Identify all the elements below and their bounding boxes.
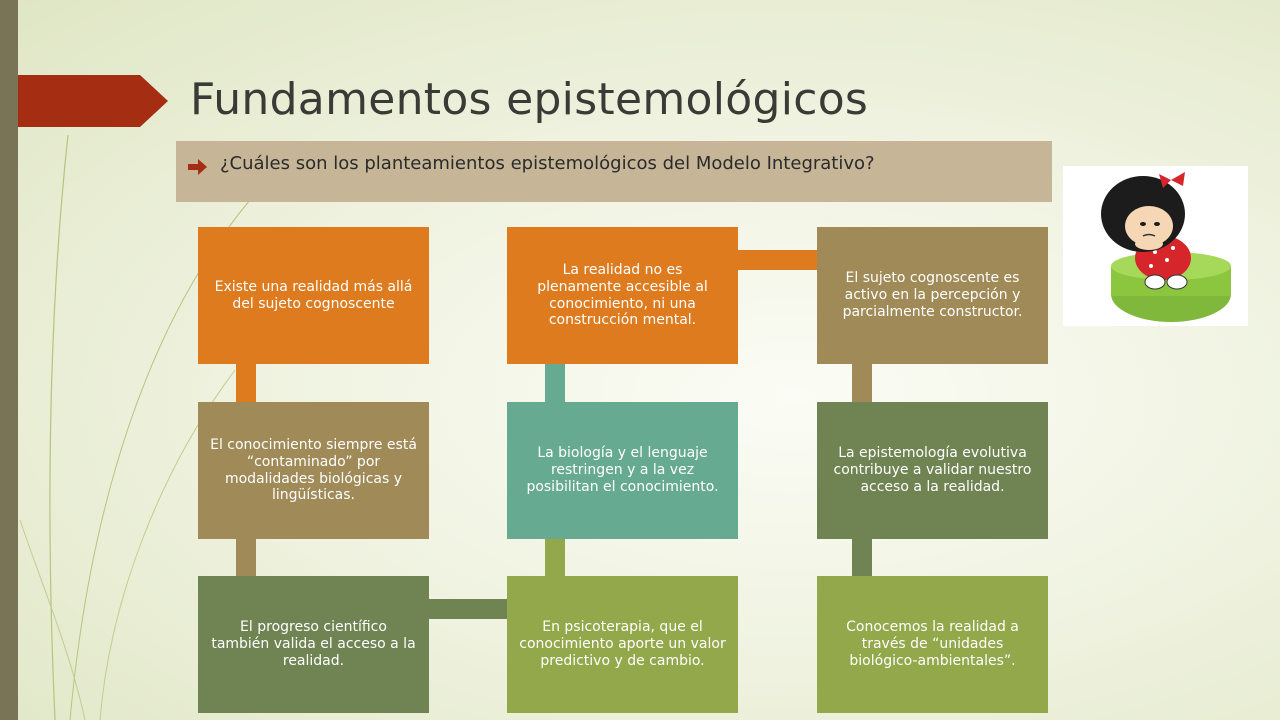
diagram-box-9: Conocemos la realidad a través de “unida… — [817, 576, 1048, 713]
mafalda-cartoon — [1063, 166, 1248, 326]
diagram-box-6: En psicoterapia, que el conocimiento apo… — [507, 576, 738, 713]
arrow-bullet-icon — [188, 159, 207, 175]
question-text: ¿Cuáles son los planteamientos epistemol… — [220, 153, 875, 174]
diagram-box-5-text: La biología y el lenguaje restringen y a… — [526, 445, 719, 495]
diagram-box-7: El sujeto cognoscente es activo en la pe… — [817, 227, 1048, 364]
question-bar: ¿Cuáles son los planteamientos epistemol… — [176, 141, 1052, 202]
diagram-box-2-text: El conocimiento siempre está “contaminad… — [210, 436, 417, 504]
connector-5-4 — [545, 364, 565, 402]
mafalda-cartoon-drawing — [1101, 172, 1231, 322]
connector-4-7 — [738, 250, 817, 270]
diagram-box-1: Existe una realidad más allá del sujeto … — [198, 227, 429, 364]
diagram-box-1-text: Existe una realidad más allá del sujeto … — [214, 278, 413, 312]
diagram-box-2: El conocimiento siempre está “contaminad… — [198, 402, 429, 539]
diagram-box-4-text: La realidad no es plenamente accesible a… — [537, 261, 708, 329]
connector-1-2 — [236, 364, 256, 402]
diagram-box-5: La biología y el lenguaje restringen y a… — [507, 402, 738, 539]
diagram-box-9-text: Conocemos la realidad a través de “unida… — [846, 619, 1019, 669]
title-arrow-shape — [18, 75, 168, 127]
left-decorative-band — [0, 0, 18, 720]
diagram-box-4: La realidad no es plenamente accesible a… — [507, 227, 738, 364]
diagram-box-3-text: El progreso científico también valida el… — [211, 619, 416, 669]
connector-3-6 — [429, 599, 507, 619]
connector-6-5 — [545, 539, 565, 576]
diagram-box-3: El progreso científico también valida el… — [198, 576, 429, 713]
connector-7-8 — [852, 364, 872, 402]
slide-title: Fundamentos epistemológicos — [190, 74, 869, 125]
diagram-box-8: La epistemología evolutiva contribuye a … — [817, 402, 1048, 539]
connector-8-9 — [852, 539, 872, 576]
diagram-box-8-text: La epistemología evolutiva contribuye a … — [833, 445, 1032, 495]
diagram-box-6-text: En psicoterapia, que el conocimiento apo… — [519, 619, 726, 669]
diagram-box-7-text: El sujeto cognoscente es activo en la pe… — [842, 270, 1023, 320]
connector-2-3 — [236, 539, 256, 576]
